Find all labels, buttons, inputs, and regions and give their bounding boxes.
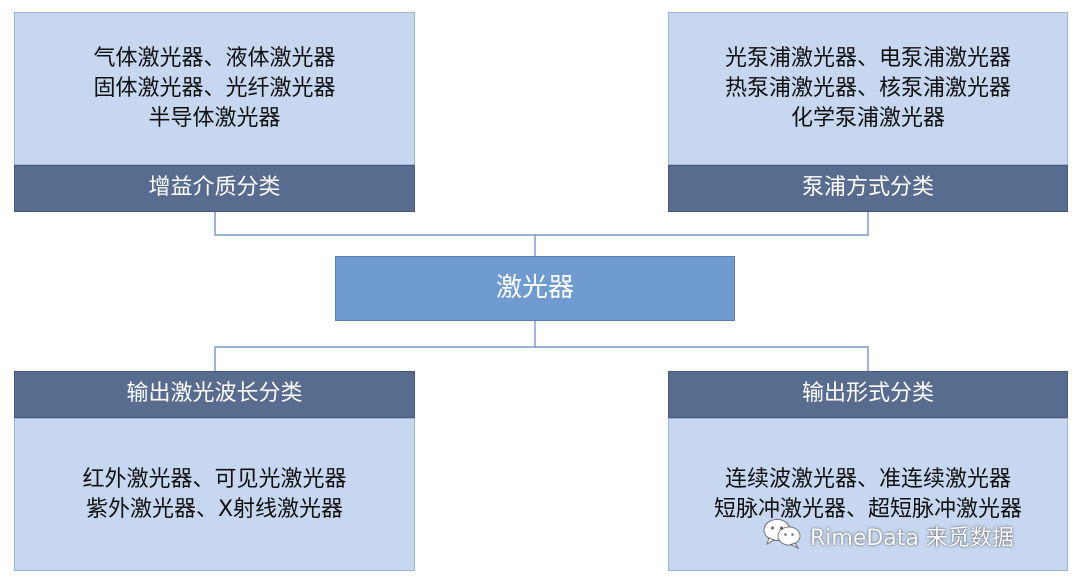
- pump-method-line-1: 光泵浦激光器、电泵浦激光器: [724, 45, 1011, 71]
- center-node-laser: 激光器: [335, 256, 735, 321]
- output-form-card: 输出形式分类 连续波激光器、准连续激光器 短脉冲激光器、超短脉冲激光器: [668, 371, 1068, 571]
- wavelength-card: 输出激光波长分类 红外激光器、可见光激光器 紫外激光器、X射线激光器: [14, 371, 415, 571]
- watermark-text: RimeData 来觅数据: [810, 526, 1014, 551]
- gain-medium-line-3: 半导体激光器: [148, 105, 281, 131]
- wavelength-body: 红外激光器、可见光激光器 紫外激光器、X射线激光器: [14, 418, 415, 571]
- pump-method-line-3: 化学泵浦激光器: [790, 105, 945, 131]
- gain-medium-card: 气体激光器、液体激光器 固体激光器、光纤激光器 半导体激光器 增益介质分类: [14, 12, 415, 212]
- output-form-header: 输出形式分类: [668, 371, 1068, 418]
- gain-medium-line-1: 气体激光器、液体激光器: [93, 45, 336, 71]
- connector-bottom: [214, 346, 869, 371]
- pump-method-card: 光泵浦激光器、电泵浦激光器 热泵浦激光器、核泵浦激光器 化学泵浦激光器 泵浦方式…: [668, 12, 1068, 212]
- pump-method-body: 光泵浦激光器、电泵浦激光器 热泵浦激光器、核泵浦激光器 化学泵浦激光器: [668, 12, 1068, 165]
- watermark: RimeData 来觅数据: [762, 516, 1014, 556]
- gain-medium-header: 增益介质分类: [14, 165, 415, 212]
- pump-method-header: 泵浦方式分类: [668, 165, 1068, 212]
- gain-medium-line-2: 固体激光器、光纤激光器: [93, 75, 336, 101]
- wavelength-line-2: 紫外激光器、X射线激光器: [85, 496, 344, 522]
- wechat-icon: [762, 517, 802, 555]
- output-form-line-2: 短脉冲激光器、超短脉冲激光器: [713, 496, 1022, 522]
- wavelength-line-1: 红外激光器、可见光激光器: [82, 466, 347, 492]
- pump-method-line-2: 热泵浦激光器、核泵浦激光器: [724, 75, 1011, 101]
- connector-top: [214, 212, 869, 236]
- wavelength-header: 输出激光波长分类: [14, 371, 415, 418]
- gain-medium-body: 气体激光器、液体激光器 固体激光器、光纤激光器 半导体激光器: [14, 12, 415, 165]
- output-form-line-1: 连续波激光器、准连续激光器: [724, 466, 1011, 492]
- output-form-body: 连续波激光器、准连续激光器 短脉冲激光器、超短脉冲激光器: [668, 418, 1068, 571]
